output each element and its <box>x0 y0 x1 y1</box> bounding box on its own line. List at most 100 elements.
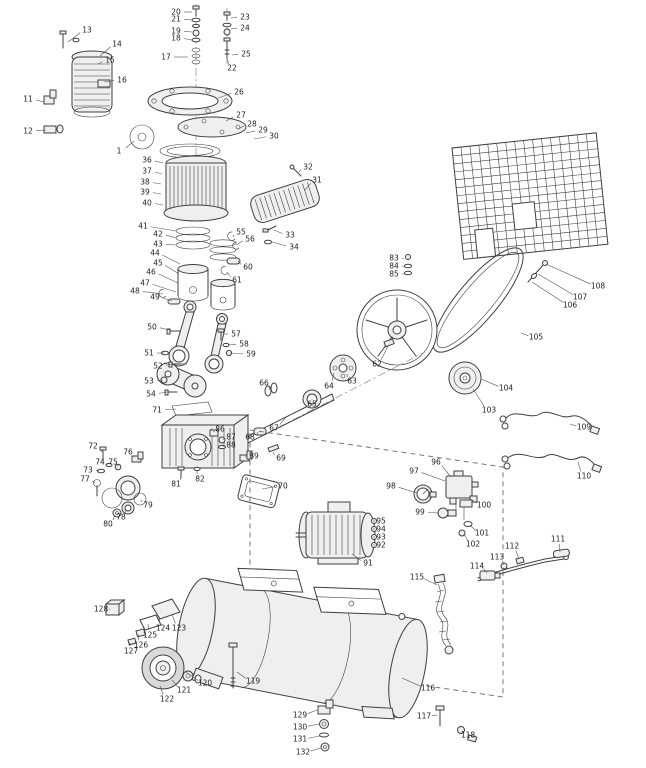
part-label-98: 98 <box>386 482 396 491</box>
part-label-102: 102 <box>466 540 481 549</box>
connecting-rods <box>168 300 228 374</box>
part-label-28: 28 <box>247 120 257 129</box>
leader-line-108 <box>545 263 591 285</box>
part-label-128: 128 <box>94 605 109 614</box>
part-label-60: 60 <box>243 263 253 272</box>
piston-rings <box>175 226 240 261</box>
leader-line-40 <box>154 203 164 206</box>
tank-brackets <box>104 598 181 646</box>
leader-line-52 <box>165 363 173 366</box>
cooling-grid <box>451 132 609 260</box>
cylinder-head-plate <box>147 86 233 116</box>
leader-line-107 <box>537 273 574 295</box>
part-label-88: 88 <box>226 441 236 450</box>
part-label-92: 92 <box>376 541 386 550</box>
leader-line-64 <box>331 372 335 382</box>
part-label-45: 45 <box>153 259 163 268</box>
part-label-30: 30 <box>269 132 279 141</box>
part-label-126: 126 <box>134 641 149 650</box>
part-label-85: 85 <box>389 270 399 279</box>
part-label-120: 120 <box>198 679 213 688</box>
leader-line-96 <box>441 465 452 478</box>
part-label-20: 20 <box>171 8 181 17</box>
leader-line-117 <box>431 714 439 716</box>
leader-line-102 <box>463 533 468 541</box>
part-label-75: 75 <box>108 458 118 467</box>
leader-line-66 <box>268 386 271 391</box>
leader-line-70 <box>261 486 276 490</box>
leader-line-132 <box>310 747 322 752</box>
part-label-72: 72 <box>88 442 98 451</box>
part-label-41: 41 <box>138 222 148 231</box>
part-label-51: 51 <box>144 349 154 358</box>
part-label-12: 12 <box>23 127 33 136</box>
leader-line-104 <box>480 378 499 387</box>
part-label-104: 104 <box>499 384 514 393</box>
leader-line-81 <box>179 475 182 480</box>
leader-line-83 <box>401 258 405 260</box>
part-label-43: 43 <box>153 240 163 249</box>
part-label-59: 59 <box>246 350 256 359</box>
leader-line-41 <box>150 226 177 232</box>
oil-fittings <box>93 446 147 518</box>
leader-line-53 <box>156 379 164 381</box>
part-label-116: 116 <box>421 684 436 693</box>
part-label-131: 131 <box>293 735 308 744</box>
part-label-67: 67 <box>269 424 279 433</box>
leader-line-21 <box>183 19 193 21</box>
part-label-91: 91 <box>363 559 373 568</box>
pressure-switch-assembly <box>437 470 479 537</box>
part-label-103: 103 <box>482 406 497 415</box>
part-label-113: 113 <box>490 553 505 562</box>
leader-line-100 <box>471 499 477 504</box>
part-label-36: 36 <box>142 156 152 165</box>
part-label-124: 124 <box>156 624 171 633</box>
part-label-57: 57 <box>231 330 241 339</box>
crankshaft <box>156 362 207 398</box>
grid-mount-bolt <box>527 260 548 283</box>
part-label-46: 46 <box>146 268 156 277</box>
leader-line-123 <box>171 613 176 624</box>
part-label-108: 108 <box>591 282 606 291</box>
leader-line-111 <box>558 543 561 553</box>
part-label-77: 77 <box>80 475 90 484</box>
part-label-37: 37 <box>142 167 152 176</box>
part-label-82: 82 <box>195 475 205 484</box>
leader-line-29 <box>245 130 256 134</box>
leader-line-114 <box>483 568 488 574</box>
part-label-87: 87 <box>226 433 236 442</box>
part-label-52: 52 <box>153 362 163 371</box>
axle-bolt <box>228 642 238 689</box>
part-label-111: 111 <box>551 535 566 544</box>
part-label-80: 80 <box>103 520 113 529</box>
part-label-99: 99 <box>415 508 425 517</box>
part-label-121: 121 <box>177 686 192 695</box>
leader-line-72 <box>99 448 103 453</box>
leader-line-23 <box>230 17 238 19</box>
part-label-79: 79 <box>143 501 153 510</box>
part-label-65: 65 <box>307 400 317 409</box>
part-label-63: 63 <box>347 377 357 386</box>
part-label-27: 27 <box>236 111 246 120</box>
leader-line-121 <box>171 679 179 687</box>
part-label-40: 40 <box>142 199 152 208</box>
leader-line-16 <box>103 80 115 83</box>
leader-line-129 <box>307 709 318 714</box>
electric-motor <box>295 501 377 565</box>
part-label-11: 11 <box>23 95 33 104</box>
leader-line-55 <box>232 234 235 238</box>
leader-line-84 <box>401 266 405 268</box>
leader-line-106 <box>531 281 564 303</box>
part-label-112: 112 <box>505 542 520 551</box>
part-label-105: 105 <box>529 333 544 342</box>
v-belt <box>432 247 524 353</box>
leader-line-124 <box>158 617 161 624</box>
part-label-100: 100 <box>477 501 492 510</box>
drain-fittings <box>317 699 334 752</box>
part-label-18: 18 <box>171 34 181 43</box>
part-label-127: 127 <box>124 647 139 656</box>
part-label-117: 117 <box>417 712 432 721</box>
leader-line-14 <box>99 46 111 57</box>
part-label-24: 24 <box>240 24 250 33</box>
